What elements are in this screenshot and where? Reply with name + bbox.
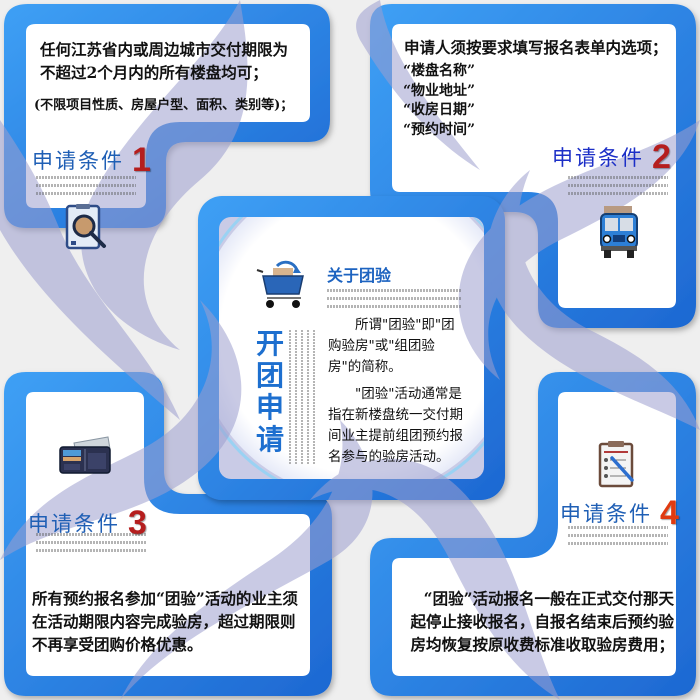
vertical-title-char: 请: [255, 423, 284, 456]
clipboard-magnifier-icon: [65, 204, 106, 250]
condition1-line: 不超过2个月内的所有楼盘均可；: [40, 63, 268, 82]
condition3-line: 所有预约报名参加“团验”活动的业主须: [32, 589, 298, 608]
about-paragraph: 所谓"团验"即"团购验房"或"组团验房"的简称。: [328, 317, 455, 375]
about-body: 所谓"团验"即"团购验房"或"组团验房"的简称。 "团验"活动通常是指在新楼盘统…: [328, 315, 466, 468]
decorative-filler-text: [327, 289, 462, 309]
condition4-heading: 申请条件 4: [560, 494, 681, 533]
condition4-number: 4: [660, 494, 681, 532]
vertical-title: 开 团 申 请: [253, 328, 287, 456]
vertical-title-char: 开: [255, 327, 284, 360]
condition3-text: 所有预约报名参加“团验”活动的业主须 在活动期限内容完成验房，超过期限则 不再享…: [32, 587, 298, 656]
condition1-number: 1: [132, 141, 153, 179]
clipboard-checklist-icon: [598, 441, 634, 488]
condition2-items: “楼盘名称” “物业地址” “收房日期” “预约时间”: [403, 62, 475, 140]
condition4-line: “团验”活动报名一般在正式交付那天: [423, 589, 674, 608]
condition1-heading: 申请条件 1: [32, 141, 153, 180]
decorative-filler-text: [568, 526, 668, 550]
decorative-filler-text: [568, 176, 668, 200]
condition2-heading-text: 申请人须按要求填写报名表单内选项；: [404, 38, 668, 57]
condition3-title: 申请条件: [28, 512, 120, 536]
condition1-note: (不限项目性质、房屋户型、面积、类别等)；: [34, 98, 294, 113]
decorative-filler-text: [36, 176, 136, 200]
vertical-title-char: 团: [255, 359, 284, 392]
condition3-line: 不再享受团购价格优惠。: [32, 635, 203, 654]
condition3-heading: 申请条件 3: [28, 504, 149, 543]
condition2-heading: 申请条件 2: [552, 138, 673, 177]
condition2-item: “物业地址”: [403, 82, 476, 99]
delivery-truck-icon: [600, 206, 638, 258]
condition1-text: 任何江苏省内或周边城市交付期限为 不超过2个月内的所有楼盘均可；: [40, 38, 288, 84]
condition2-item: “预约时间”: [403, 121, 476, 138]
condition1-title: 申请条件: [32, 149, 124, 173]
decorative-filler-text: [36, 533, 146, 557]
about-paragraph: "团验"活动通常是指在新楼盘统一交付期间业主提前组团预约报名参与的验房活动。: [328, 386, 463, 465]
wallet-icon: [59, 436, 111, 474]
condition3-number: 3: [128, 504, 149, 542]
condition1-line: 任何江苏省内或周边城市交付期限为: [40, 40, 289, 59]
condition2-number: 2: [652, 138, 673, 176]
condition4-title: 申请条件: [560, 502, 652, 526]
condition4-text: “团验”活动报名一般在正式交付那天 起停止接收报名，自报名结束后预约验 房均恢复…: [396, 587, 674, 656]
condition3-line: 在活动期限内容完成验房，超过期限则: [32, 612, 296, 631]
condition2-title: 申请条件: [552, 146, 644, 170]
decorative-filler-text-vertical: [289, 330, 317, 465]
about-title: 关于团验: [327, 266, 392, 285]
shopping-cart-icon: [256, 260, 304, 308]
condition4-line: 起停止接收报名，自报名结束后预约验: [410, 612, 674, 631]
condition2-item: “收房日期”: [403, 102, 476, 118]
vertical-title-char: 申: [255, 391, 284, 424]
condition2-item: “楼盘名称”: [403, 63, 476, 79]
condition4-line: 房均恢复按原收费标准收取验房费用；: [410, 635, 674, 654]
